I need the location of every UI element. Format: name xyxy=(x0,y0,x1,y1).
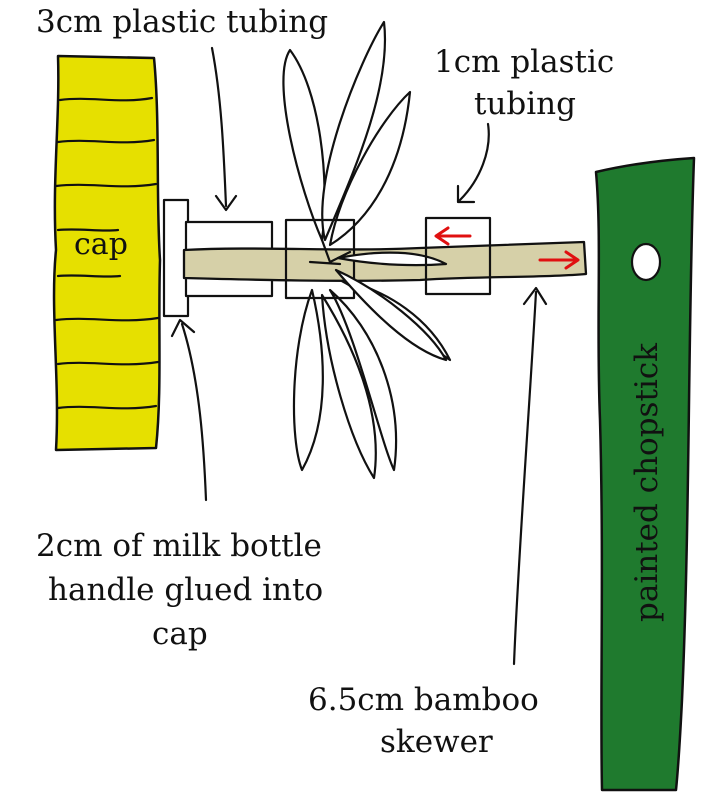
red-arrow-left xyxy=(434,226,472,246)
hub-fold-lines xyxy=(308,238,352,266)
red-arrow-right xyxy=(538,250,580,270)
cap-body xyxy=(52,54,162,452)
pointer-long-tube xyxy=(210,46,238,212)
pinwheel-blades-front xyxy=(334,251,448,362)
pointer-short-tube xyxy=(456,122,490,204)
pointer-skewer xyxy=(512,286,548,666)
short-plastic-tube xyxy=(424,216,492,296)
label-chopstick: painted chopstick xyxy=(629,343,665,622)
label-handle-line1: 2cm of milk bottle xyxy=(36,528,322,564)
chopstick-hole xyxy=(630,242,662,282)
cap-shape xyxy=(52,54,162,452)
label-skewer-line1: 6.5cm bamboo xyxy=(308,682,539,718)
label-skewer-line2: skewer xyxy=(380,724,493,760)
label-handle-line2: handle glued into xyxy=(48,572,323,608)
pointer-handle xyxy=(170,318,208,502)
label-cap: cap xyxy=(74,227,128,262)
cap-ridges xyxy=(54,96,160,410)
painted-chopstick xyxy=(594,156,696,792)
label-short-tube-line1: 1cm plastic xyxy=(434,44,614,80)
label-handle-line3: cap xyxy=(152,616,208,652)
label-short-tube-line2: tubing xyxy=(474,86,576,122)
label-long-tube: 3cm plastic tubing xyxy=(36,4,328,40)
